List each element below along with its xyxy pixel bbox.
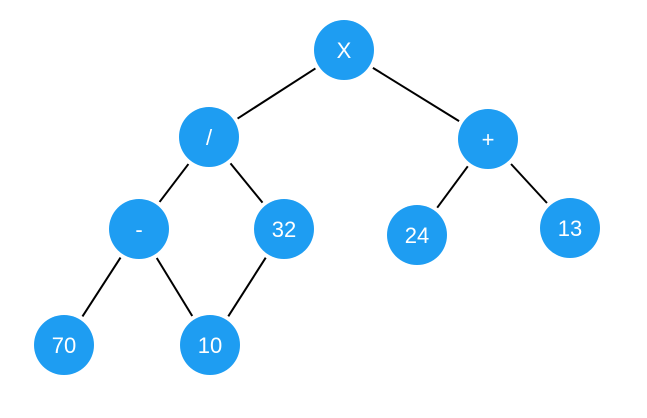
edge-x-plus	[372, 67, 460, 122]
node-circle	[540, 198, 600, 258]
node-label: -	[135, 217, 142, 242]
edge-x-div	[237, 67, 316, 120]
node-label: 10	[198, 333, 222, 358]
node-circle	[387, 205, 447, 265]
nodes-layer: X / + - 32 24 13 70 10	[34, 20, 600, 375]
node-label: X	[337, 38, 352, 63]
edge-minus-n10	[155, 257, 194, 317]
node-label: 24	[405, 223, 429, 248]
node-label: 13	[558, 216, 582, 241]
node-plus: +	[458, 109, 518, 169]
node-circle	[180, 315, 240, 375]
edges-layer	[81, 67, 548, 317]
node-label: +	[482, 127, 495, 152]
node-circle	[314, 20, 374, 80]
node-n32: 32	[254, 199, 314, 259]
node-label: /	[206, 125, 213, 150]
edge-n32-n10	[227, 257, 267, 317]
node-circle	[254, 199, 314, 259]
edge-plus-n13	[510, 163, 548, 204]
node-circle	[179, 107, 239, 167]
node-n70: 70	[34, 315, 94, 375]
node-x: X	[314, 20, 374, 80]
node-label: 32	[272, 217, 296, 242]
node-minus: -	[109, 199, 169, 259]
node-label: 70	[52, 333, 76, 358]
node-circle	[34, 315, 94, 375]
node-circle	[109, 199, 169, 259]
node-n24: 24	[387, 205, 447, 265]
node-n10: 10	[180, 315, 240, 375]
node-div: /	[179, 107, 239, 167]
edge-div-minus	[158, 163, 190, 203]
edge-minus-n70	[81, 257, 122, 317]
node-n13: 13	[540, 198, 600, 258]
edge-plus-n24	[436, 165, 469, 209]
node-circle	[458, 109, 518, 169]
edge-div-n32	[229, 162, 264, 204]
